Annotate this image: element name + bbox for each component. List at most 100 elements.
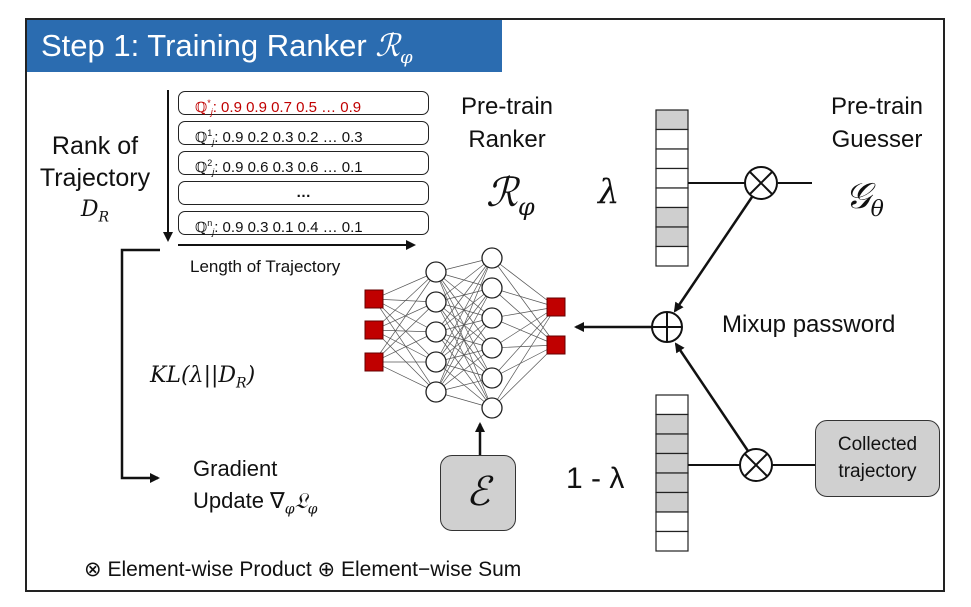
collected-trajectory-box: Collected trajectory <box>815 420 940 497</box>
one-minus-lambda-label: 1 - λ <box>566 462 625 495</box>
product-symbol-top <box>744 166 778 200</box>
network-edge <box>373 298 437 333</box>
network-nodes <box>364 247 566 419</box>
gradient-line1: Gradient <box>193 456 278 481</box>
output-node <box>546 297 566 317</box>
lambda-vector <box>655 109 689 267</box>
vector-cell <box>655 245 689 267</box>
title-symbol: ℛ <box>375 28 401 64</box>
kl-feedback-arrow <box>120 248 160 483</box>
network-edge <box>491 287 557 308</box>
sequence-n: ℚnj: 0.9 0.3 0.1 0.4 … 0.1 <box>178 211 429 237</box>
network-edge <box>373 298 437 393</box>
mixup-label: Mixup password <box>722 311 896 338</box>
hidden-node <box>481 337 503 359</box>
hidden-node <box>425 261 447 283</box>
vector-cell <box>655 491 689 513</box>
pretrain-guesser-label: Pre-train Guesser <box>812 90 942 156</box>
network-edge <box>373 271 437 300</box>
gradient-label: Gradient Update ∇φ𝔏φ <box>193 453 317 525</box>
network-edge <box>373 301 437 363</box>
rank-label-line2: Trajectory <box>39 164 151 192</box>
network-edge <box>373 301 437 331</box>
rank-label: Rank of Trajectory DR <box>32 130 158 233</box>
pretrain-guesser-line2: Guesser <box>831 126 923 153</box>
hidden-node <box>481 397 503 419</box>
hidden-node <box>425 291 447 313</box>
sum-symbol-legend: ⊕ <box>317 558 336 581</box>
rank-symbol: DR <box>80 197 110 226</box>
network-edge <box>435 347 493 393</box>
vector-cell <box>655 148 689 170</box>
bottom-product-to-sum-arrow <box>674 342 750 452</box>
network-edge <box>373 361 437 393</box>
hidden-node <box>481 367 503 389</box>
network-edge <box>491 344 557 349</box>
collected-line2: trajectory <box>838 461 917 482</box>
legend: ⊗ Element-wise Product ⊕ Element−wise Su… <box>84 557 521 582</box>
sequence-ellipsis: … <box>178 181 429 205</box>
vector-cell <box>655 433 689 455</box>
network-edge <box>373 298 437 363</box>
one-minus-lambda-vector <box>655 394 689 552</box>
title-text: Step 1: Training Ranker <box>41 28 376 63</box>
input-node <box>364 352 384 372</box>
input-node <box>364 289 384 309</box>
product-symbol-legend: ⊗ <box>84 558 102 581</box>
epsilon-box: ℰ <box>440 455 516 531</box>
network-edge <box>491 287 557 346</box>
vector-cell <box>655 472 689 494</box>
gradient-line2: Update ∇φ𝔏φ <box>193 488 318 518</box>
vector-cell <box>655 128 689 150</box>
sum-legend-label: Element−wise Sum <box>335 558 522 581</box>
sequence-2: ℚ2j: 0.9 0.6 0.3 0.6 … 0.1 <box>178 151 429 177</box>
kl-label: KL(λ||DR) <box>150 363 256 392</box>
product-symbol-bottom <box>739 448 773 482</box>
network-edge <box>373 329 437 363</box>
network-edge <box>491 257 557 346</box>
network-edge <box>491 306 557 379</box>
network-edge <box>435 317 493 393</box>
vector-cell <box>655 206 689 228</box>
pretrain-ranker-label: Pre-train Ranker <box>452 90 562 156</box>
title-bar: Step 1: Training Ranker ℛφ <box>27 20 502 72</box>
network-edges <box>373 257 557 409</box>
diagram-frame <box>25 18 945 592</box>
hidden-node <box>481 247 503 269</box>
length-label: Length of Trajectory <box>190 257 341 276</box>
top-product-to-sum-arrow <box>673 196 754 313</box>
network-edge <box>435 287 493 393</box>
network-edge <box>491 344 557 379</box>
network-edge <box>435 257 493 333</box>
hidden-node <box>425 381 447 403</box>
product-legend-label: Element-wise Product <box>101 558 318 581</box>
network-edge <box>435 257 493 393</box>
network-edge <box>491 306 557 319</box>
network-edge <box>491 306 557 409</box>
hidden-node <box>425 321 447 343</box>
ranker-symbol: ℛφ <box>486 170 535 221</box>
sequence-1: ℚ1j: 0.9 0.2 0.3 0.2 … 0.3 <box>178 121 429 147</box>
pretrain-guesser-line1: Pre-train <box>830 93 924 120</box>
network-edge <box>373 271 437 331</box>
hidden-node <box>481 307 503 329</box>
vector-cell <box>655 226 689 248</box>
input-node <box>364 320 384 340</box>
network-edge <box>373 329 437 393</box>
network-edge <box>491 257 557 308</box>
network-edge <box>491 306 557 349</box>
pretrain-ranker-line1: Pre-train <box>460 93 554 120</box>
vector-cell <box>655 187 689 209</box>
network-edge <box>435 257 493 363</box>
vector-cell <box>655 109 689 131</box>
vector-cell <box>655 413 689 435</box>
collected-line1: Collected <box>837 434 918 455</box>
sequence-best: ℚ*j: 0.9 0.9 0.7 0.5 … 0.9 <box>178 91 429 117</box>
vector-cell <box>655 530 689 552</box>
network-edge <box>435 257 493 303</box>
vector-cell <box>655 511 689 533</box>
network-edge <box>491 317 557 346</box>
vector-cell <box>655 167 689 189</box>
network-edge <box>491 344 557 409</box>
